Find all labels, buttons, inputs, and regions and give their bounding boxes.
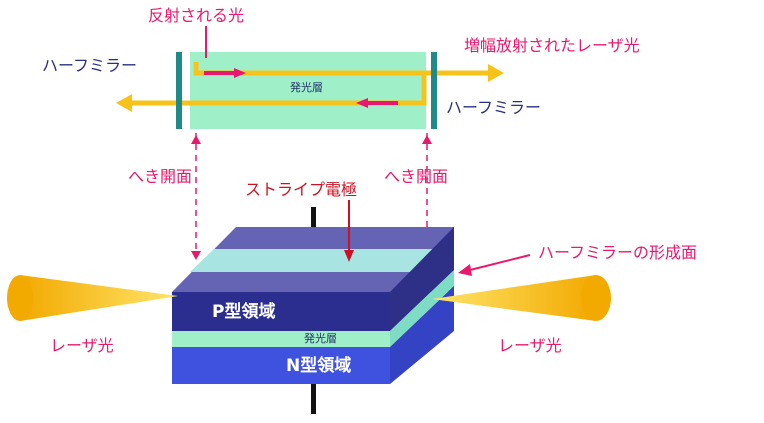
laser-cone-left xyxy=(20,275,178,321)
bottom-electrode-wire xyxy=(311,384,316,414)
half-mirror-right-label: ハーフミラー xyxy=(446,98,542,117)
half-mirror-face-label: ハーフミラーの形成面 xyxy=(538,243,698,262)
amplified-laser-arrowhead xyxy=(488,64,504,82)
half-mirror-face-arrowhead xyxy=(458,264,472,276)
cleave-arrow-down-left xyxy=(191,251,201,260)
cleave-arrow-up-left xyxy=(191,135,201,144)
half-mirror-right xyxy=(431,52,437,129)
emission-layer-top-label: 発光層 xyxy=(290,81,323,94)
chip-side-emission xyxy=(390,270,454,347)
chip-side-n xyxy=(390,286,454,384)
emission-layer-block-label: 発光層 xyxy=(304,332,337,345)
backward-light-arrowhead xyxy=(356,98,368,108)
laser-cone-right xyxy=(432,275,596,321)
reflected-light-label: 反射される光 xyxy=(148,6,245,25)
stripe-electrode-label: ストライプ電極 xyxy=(245,180,358,199)
cleave-arrow-up-right xyxy=(422,135,432,144)
laser-light-left-label: レーザ光 xyxy=(50,336,114,355)
laser-light-right-label: レーザ光 xyxy=(498,336,562,355)
cleaved-face-right-label: へき開面 xyxy=(384,167,449,186)
half-mirror-left-label: ハーフミラー xyxy=(42,56,138,75)
emission-layer-front xyxy=(172,331,390,347)
emission-layer-box xyxy=(190,52,426,129)
laser-cone-right-end xyxy=(581,275,611,321)
left-output-arrowhead xyxy=(116,94,132,112)
stripe-electrode-arrowhead xyxy=(344,250,354,262)
cleaved-face-left-label: へき開面 xyxy=(128,167,193,186)
amplified-laser-label: 増幅放射されたレーザ光 xyxy=(464,36,640,55)
laser-cone-left-end xyxy=(7,275,33,321)
n-region-front xyxy=(172,347,390,384)
stripe-electrode-band xyxy=(190,249,450,272)
chip-side-p xyxy=(390,227,454,331)
amplified-laser-beam xyxy=(193,62,490,76)
n-region-label: N型領域 xyxy=(286,356,352,376)
forward-light-arrowhead xyxy=(234,68,246,78)
p-region-front xyxy=(172,292,390,331)
p-region-label: P型領域 xyxy=(212,302,276,322)
reflected-light-path xyxy=(130,73,427,106)
half-mirror-left xyxy=(176,52,182,129)
half-mirror-face-pointer xyxy=(469,254,531,271)
